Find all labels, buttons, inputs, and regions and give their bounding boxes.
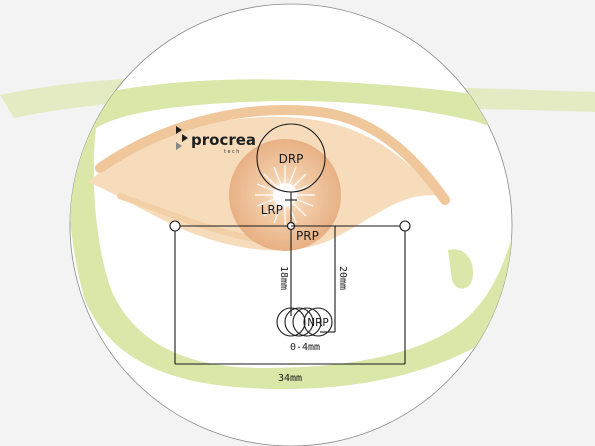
- nrp-circle-3: [292, 307, 322, 337]
- measurement-lines: [169, 123, 411, 365]
- nrp-label: NRP: [307, 317, 328, 329]
- right-marker: [399, 220, 411, 232]
- nrp-circle-4: [303, 307, 333, 337]
- logo-subtext: tech: [224, 149, 241, 155]
- logo-wordmark: procrea: [191, 131, 256, 149]
- measure-18mm: 18mm: [278, 266, 289, 290]
- procrea-logo: procrea tech: [176, 126, 256, 155]
- nrp-circle-1: [276, 307, 306, 337]
- drp-label: DRP: [279, 152, 304, 166]
- eye-lid-line: [95, 105, 450, 205]
- procrea-logo-icon: [176, 126, 188, 150]
- nrp-circle-2: [284, 307, 314, 337]
- eye-lower-lid: [117, 193, 263, 243]
- left-marker: [169, 220, 181, 232]
- lrp-label: LRP: [261, 203, 283, 217]
- lens-content: [70, 79, 512, 389]
- measure-inset: 0-4mm: [290, 342, 320, 353]
- prp-label: PRP: [296, 229, 319, 243]
- measure-20mm: 20mm: [337, 266, 348, 290]
- measure-34mm: 34mm: [278, 373, 302, 384]
- nose-pad: [448, 249, 474, 289]
